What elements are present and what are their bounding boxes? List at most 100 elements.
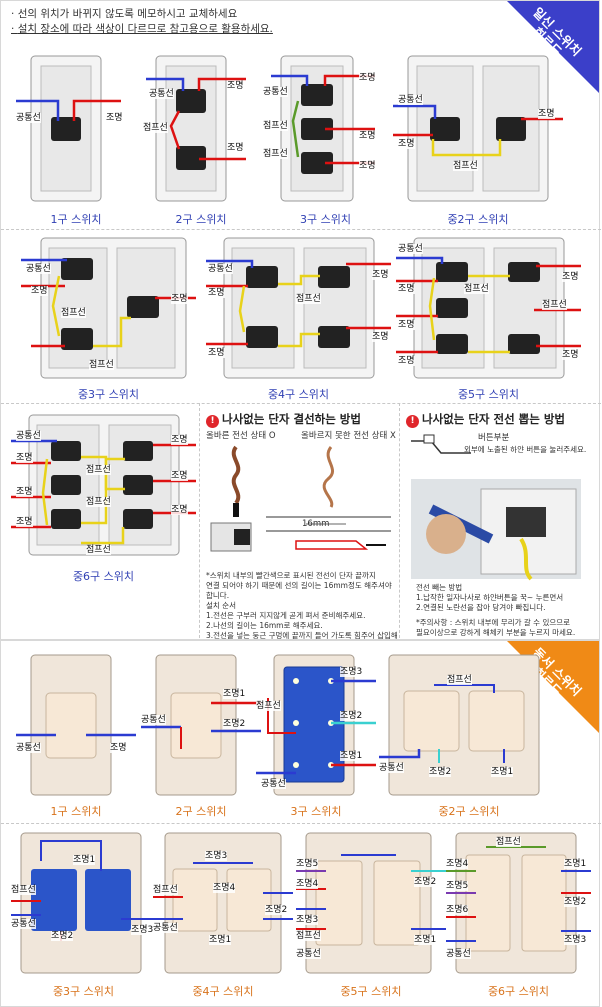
warning-icon: ! xyxy=(206,415,219,428)
switch-3gang: 공통선 조명 점프선 조명 점프선 조명 3구 스위치 xyxy=(263,51,388,226)
label-light2: 조명2 xyxy=(414,877,437,887)
label-light: 조명 xyxy=(227,81,244,91)
label-light2: 조명2 xyxy=(340,711,363,721)
pull-method-caution: *주의사항 : 스위치 내부에 무리가 갈 수 있으므로 필요이상으로 강하게 … xyxy=(416,618,576,637)
ds-switch-double-2gang-figure xyxy=(379,654,540,796)
caption: 중3구 스위치 xyxy=(52,985,115,998)
switch-double-3gang-figure xyxy=(21,237,196,379)
caption: 3구 스위치 xyxy=(300,213,351,226)
label-common: 공통선 xyxy=(379,763,404,773)
label-light2: 조명2 xyxy=(51,931,74,941)
label-light: 조명 xyxy=(538,109,555,119)
switch-double-2gang-figure xyxy=(393,55,563,202)
label-common: 공통선 xyxy=(16,113,41,123)
label-light: 조명 xyxy=(208,288,225,298)
label-jumper: 점프선 xyxy=(86,545,111,555)
ds-switch-1gang-figure xyxy=(16,654,136,796)
ds-switch-double-3gang: 조명1 점프선 공통선 조명2 조명3 중3구 스위치 xyxy=(11,831,156,1001)
label-common: 공통선 xyxy=(149,89,174,99)
label-light: 조명 xyxy=(372,332,389,342)
photo-illustration xyxy=(411,479,581,581)
label-light1: 조명1 xyxy=(223,689,246,699)
caption: 1구 스위치 xyxy=(50,213,102,226)
label-light3: 조명3 xyxy=(205,851,228,861)
label-jumper: 점프선 xyxy=(496,837,521,847)
label-light1: 조명1 xyxy=(414,935,437,945)
label-light: 조명 xyxy=(562,272,579,282)
label-light1: 조명1 xyxy=(73,855,96,865)
label-jumper: 점프선 xyxy=(143,123,168,133)
caption: 중4구 스위치 xyxy=(267,388,330,401)
label-light3: 조명3 xyxy=(131,925,154,935)
switch-double-4gang: 공통선 조명 조명 점프선 조명 조명 중4구 스위치 xyxy=(206,236,391,401)
label-light5: 조명5 xyxy=(296,859,319,869)
ds-switch-1gang: 공통선 조명 1구 스위치 xyxy=(16,653,136,821)
caption: 중3구 스위치 xyxy=(77,388,140,401)
pull-method-body: 전선 빼는 방법 1.납작한 일자나사로 하얀버튼을 꾹~ 누른면서 2.연결된… xyxy=(416,583,564,612)
label-common: 공통선 xyxy=(153,923,178,933)
ds-switch-3gang-figure xyxy=(256,654,376,796)
caption: 중2구 스위치 xyxy=(438,805,500,818)
label-light: 조명 xyxy=(16,453,33,463)
caption: 중2구 스위치 xyxy=(447,213,509,226)
label-jumper: 점프선 xyxy=(86,465,111,475)
label-common: 공통선 xyxy=(296,949,321,959)
caption: 1구 스위치 xyxy=(50,805,102,818)
label-common: 공통선 xyxy=(16,743,41,753)
label-light: 조명 xyxy=(372,270,389,280)
label-light: 조명 xyxy=(31,286,48,296)
caption: 중5구 스위치 xyxy=(457,388,520,401)
switch-3gang-figure xyxy=(271,55,375,202)
label-light: 조명 xyxy=(171,435,188,445)
label-light: 조명 xyxy=(208,348,225,358)
label-light4: 조명4 xyxy=(296,879,319,889)
label-jumper: 점프선 xyxy=(263,121,288,131)
switch-2gang: 공통선 조명 점프선 조명 2구 스위치 xyxy=(141,51,261,226)
caption: 중5구 스위치 xyxy=(340,985,402,998)
ilshin-panel: 선의 위치가 바뀌지 않도록 메모하시고 교체하세요 설치 장소에 따라 색상이… xyxy=(0,0,600,640)
label-light2: 조명2 xyxy=(265,905,288,915)
caption: 중4구 스위치 xyxy=(192,985,254,998)
label-jumper: 점프선 xyxy=(296,931,321,941)
label-light3: 조명3 xyxy=(296,915,319,925)
label-light: 조명 xyxy=(106,113,123,123)
caption: 2구 스위치 xyxy=(175,805,227,818)
length-label: 16mm xyxy=(302,519,330,529)
ds-switch-3gang: 조명3 조명2 점프선 조명1 공통선 3구 스위치 xyxy=(256,653,376,821)
note-2: 설치 장소에 따라 색상이 다르므로 참고용으로 활용하세요. xyxy=(11,22,273,37)
label-jumper: 점프선 xyxy=(86,497,111,507)
label-common: 공통선 xyxy=(11,919,36,929)
label-jumper: 점프선 xyxy=(263,149,288,159)
label-light: 조명 xyxy=(110,743,127,753)
label-common: 공통선 xyxy=(398,244,423,254)
label-common: 공통선 xyxy=(263,87,288,97)
switch-double-4gang-figure xyxy=(206,237,391,379)
switch-1gang-figure xyxy=(16,55,121,202)
label-light5: 조명5 xyxy=(446,881,469,891)
label-light2: 조명2 xyxy=(223,719,246,729)
ds-switch-double-5gang: 조명5 조명4 조명3 조명2 점프선 조명1 공통선 중5구 스위치 xyxy=(296,831,446,1001)
label-jumper: 점프선 xyxy=(542,300,567,310)
ds-switch-2gang-figure xyxy=(141,654,261,796)
label-light4: 조명4 xyxy=(213,883,236,893)
label-common: 공통선 xyxy=(26,264,51,274)
caption: 3구 스위치 xyxy=(290,805,342,818)
caption: 중6구 스위치 xyxy=(72,570,135,583)
switch-double-3gang: 공통선 조명 조명 점프선 점프선 중3구 스위치 xyxy=(21,236,196,401)
switch-double-2gang: 공통선 조명 조명 점프선 중2구 스위치 xyxy=(393,51,563,226)
label-light: 조명 xyxy=(398,139,415,149)
label-light: 조명 xyxy=(359,73,376,83)
label-light: 조명 xyxy=(398,284,415,294)
label-light2: 조명2 xyxy=(564,897,587,907)
label-light1: 조명1 xyxy=(209,935,232,945)
label-light2: 조명2 xyxy=(429,767,452,777)
label-light4: 조명4 xyxy=(446,859,469,869)
cut-method-box: !나사없는 단자 결선하는 방법 올바른 전선 상태 O 올바르지 못한 전선 … xyxy=(206,411,398,650)
label-light: 조명 xyxy=(562,350,579,360)
ds-switch-double-6gang-figure xyxy=(446,832,591,974)
divider xyxy=(1,823,601,824)
notes: 선의 위치가 바뀌지 않도록 메모하시고 교체하세요 설치 장소에 따라 색상이… xyxy=(11,7,273,37)
pull-method-title: !나사없는 단자 전선 뽑는 방법 xyxy=(406,411,596,428)
label-jumper: 점프선 xyxy=(89,360,114,370)
